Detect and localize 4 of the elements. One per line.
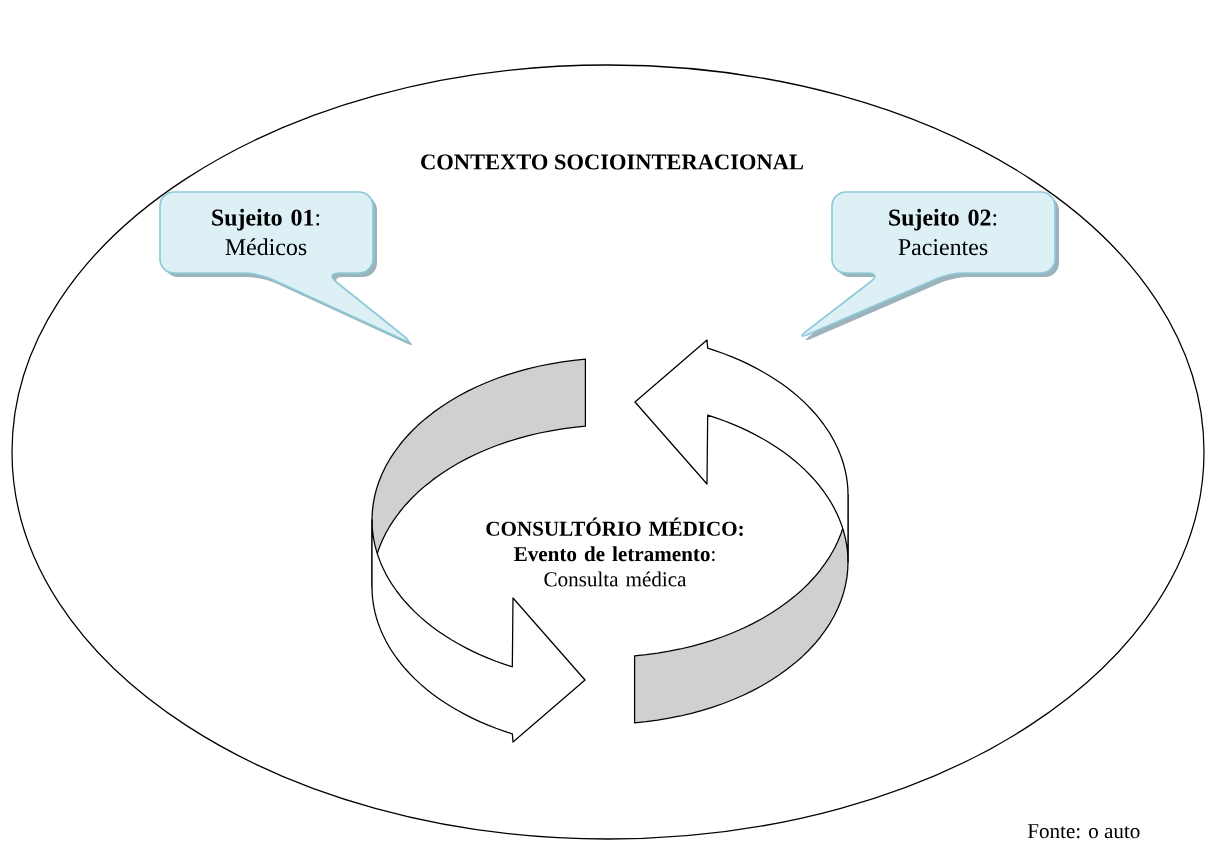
speech-bubble: Sujeito 02: Pacientes [801, 191, 1059, 341]
speech-bubble: Sujeito 01: Médicos [159, 191, 413, 345]
source-note: Fonte: o auto [1027, 824, 1140, 839]
center-text: CONSULTÓRIO MÉDICO: Evento de letramento: Consulta médica [486, 517, 743, 587]
